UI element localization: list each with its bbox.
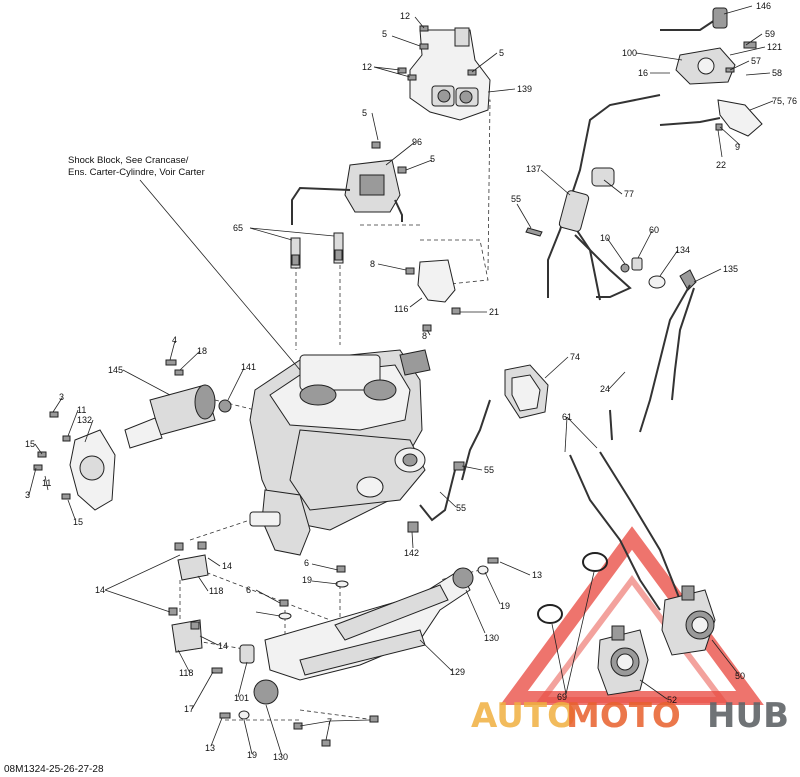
callout-8: 8: [422, 331, 427, 341]
callout-3: 3: [25, 490, 30, 500]
callout-24: 24: [600, 384, 610, 394]
throttle-lever-7576: [659, 99, 763, 137]
watermark-part-moto: MOTO: [566, 696, 681, 736]
callout-16: 16: [638, 68, 648, 78]
clamp-69a: [537, 604, 563, 624]
callout-13: 13: [532, 570, 542, 580]
callout-15: 15: [73, 517, 83, 527]
callout-52: 52: [667, 695, 677, 705]
callout-141: 141: [241, 362, 256, 372]
callout-101: 101: [234, 693, 249, 703]
callout-6: 6: [304, 558, 309, 568]
callout-74: 74: [570, 352, 580, 362]
clamp-69b: [582, 552, 608, 572]
callout-14: 14: [95, 585, 105, 595]
callout-59: 59: [765, 29, 775, 39]
callout-19: 19: [247, 750, 257, 760]
callout-9: 9: [735, 142, 740, 152]
callout-69: 69: [557, 692, 567, 702]
watermark-part-hub: HUB: [707, 696, 789, 736]
callout-55: 55: [456, 503, 466, 513]
callout-5: 5: [430, 154, 435, 164]
callout-6: 6: [246, 585, 251, 595]
callout-14: 14: [222, 561, 232, 571]
callout-10: 10: [600, 233, 610, 243]
throttle-housing-100: [660, 7, 757, 85]
callout-7: 7: [327, 717, 332, 727]
callout-96: 96: [412, 137, 422, 147]
callout-134: 134: [675, 245, 690, 255]
callout-11: 11: [77, 405, 86, 415]
callout-17: 17: [184, 704, 194, 714]
callout-22: 22: [716, 160, 726, 170]
callout-12: 12: [400, 11, 410, 21]
callout-13: 13: [205, 743, 215, 753]
note-line-2: Ens. Carter-Cylindre, Voir Carter: [68, 167, 205, 178]
callout-60: 60: [649, 225, 659, 235]
connector-parts: [609, 257, 697, 441]
cover-74: [504, 364, 549, 419]
callout-121: 121: [767, 42, 782, 52]
callout-146: 146: [756, 1, 771, 11]
drawing-code: 08M1324-25-26-27-28: [4, 764, 104, 775]
callout-129: 129: [450, 667, 465, 677]
callout-19: 19: [500, 601, 510, 611]
callout-5: 5: [362, 108, 367, 118]
callout-12: 12: [362, 62, 372, 72]
callout-3: 3: [59, 392, 64, 402]
starter-motor-145: [124, 359, 232, 449]
engine-block: [249, 349, 431, 556]
callout-116: 116: [394, 304, 408, 314]
spark-plugs-65: [290, 232, 344, 269]
callout-139: 139: [517, 84, 532, 94]
callout-65: 65: [233, 223, 243, 233]
callout-100: 100: [622, 48, 637, 58]
callout-118: 118: [179, 668, 193, 678]
bolts-group-top: [397, 25, 477, 81]
bracket-116: [405, 259, 461, 332]
callout-58: 58: [772, 68, 782, 78]
ignition-coil-96: [291, 141, 407, 225]
callout-21: 21: [489, 307, 499, 317]
engine-mount-129: [253, 567, 474, 705]
callout-61: 61: [562, 412, 572, 422]
callout-77: 77: [624, 189, 634, 199]
callout-55: 55: [484, 465, 494, 475]
callout-15: 15: [25, 439, 35, 449]
callout-5: 5: [382, 29, 387, 39]
watermark-part-auto: AUTO: [471, 696, 576, 736]
callout-142: 142: [404, 548, 419, 558]
reference-note: Shock Block, See Crancase/ Ens. Carter-C…: [68, 155, 205, 178]
callout-8: 8: [370, 259, 375, 269]
bracket-assembly-139: [409, 27, 491, 121]
callout-132: 132: [77, 415, 92, 425]
rubber-mounts-118: [168, 521, 499, 747]
callout-14: 14: [218, 641, 228, 651]
cable-assembly-137: [525, 94, 661, 301]
callout-18: 18: [197, 346, 207, 356]
watermark-text: AUTO MOTO HUB: [471, 696, 789, 736]
wiring-harness: [419, 399, 491, 522]
callout-145: 145: [108, 365, 123, 375]
leader-lines: [28, 5, 774, 757]
callout-55: 55: [511, 194, 521, 204]
callout-75-76: 75, 76: [772, 96, 797, 106]
callout-130: 130: [484, 633, 499, 643]
carburetors-50-52: [537, 451, 716, 696]
callout-57: 57: [751, 56, 761, 66]
note-line-1: Shock Block, See Crancase/: [68, 155, 189, 166]
starter-bracket-132: [33, 411, 116, 511]
callout-137: 137: [526, 164, 541, 174]
callout-19: 19: [302, 575, 312, 585]
callout-labels: 146 12 5 5 12 139 59 100 121 57 16 58 75…: [25, 1, 797, 762]
callout-50: 50: [735, 671, 745, 681]
callout-130: 130: [273, 752, 288, 762]
callout-5: 5: [499, 48, 504, 58]
callout-135: 135: [723, 264, 738, 274]
callout-11: 11: [42, 478, 51, 488]
callout-118: 118: [209, 586, 223, 596]
callout-4: 4: [172, 335, 177, 345]
